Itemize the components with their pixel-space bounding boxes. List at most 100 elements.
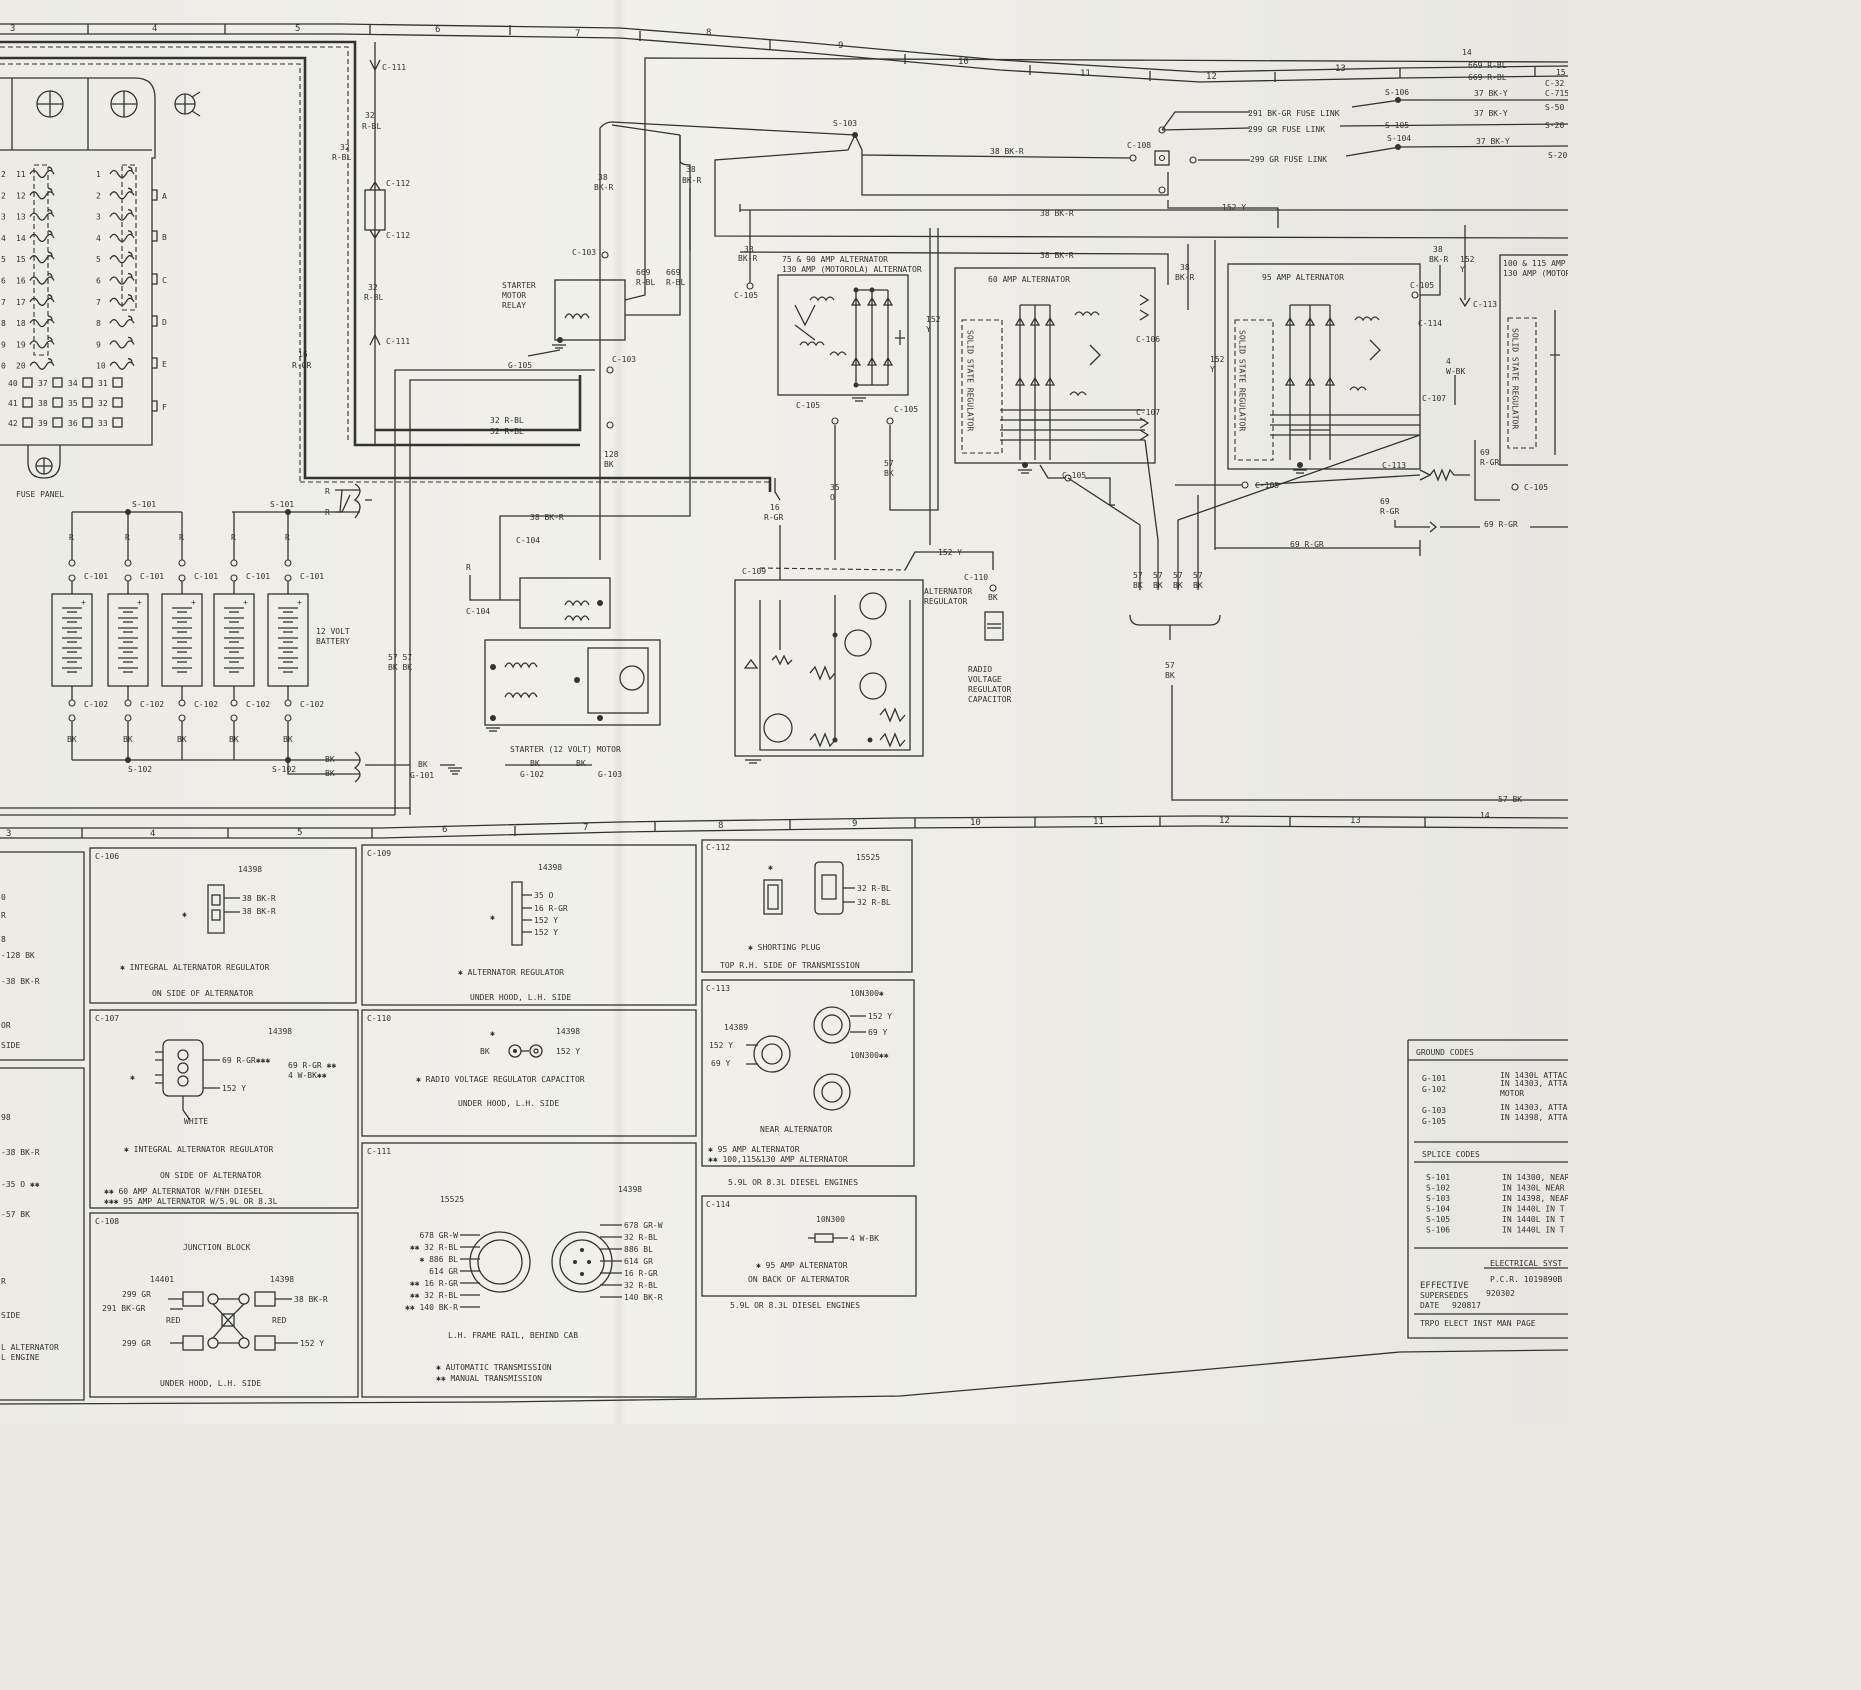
alternator-95: 95 AMP ALTERNATOR SOLID STATE REGULATOR … [1175, 225, 1568, 556]
fuse-edge-num: 2 [1, 170, 6, 179]
alt-60-label: 60 AMP ALTERNATOR [988, 275, 1070, 284]
left-fragment-text: OR [1, 1021, 11, 1030]
c112-id: C-112 [706, 843, 730, 852]
regulator-internals [743, 592, 911, 751]
c112-loc: TOP R.H. SIDE OF TRANSMISSION [720, 961, 860, 970]
fuse-grid-num: 35 [68, 399, 78, 408]
c107-pin-3: 4 W-BK✱✱ [288, 1071, 327, 1080]
label-38-d: 38 [1180, 263, 1190, 272]
fuse-grid-num: 31 [98, 379, 108, 388]
c110-part: 14398 [556, 1027, 580, 1036]
top-right-cut-labels: 669 R-BL 669 R-BL 37 BK-Y 37 BK-Y 37 BK-… [1468, 61, 1568, 160]
fuse-panel-label: FUSE PANEL [16, 490, 64, 499]
fuse-row-bracket [152, 273, 158, 285]
c107-mark: ✱ [130, 1073, 135, 1082]
fuse-left-num: 18 [16, 319, 26, 328]
c107-note-1: ✱✱ 60 AMP ALTERNATOR W/FNH DIESEL [104, 1187, 263, 1196]
panel-c106: C-106 14398 38 BK-R 38 BK-R ✱ ✱ INTEGRAL… [89, 847, 357, 1004]
splice-codes-title: SPLICE CODES [1422, 1150, 1480, 1159]
c108-pin-r2: RED [272, 1316, 287, 1325]
panel-c111: C-111 15525 14398 678 GR-W✱✱ 32 R-BL✱ 88… [361, 1142, 697, 1398]
ssr-label-60: SOLID STATE REGULATOR [966, 330, 975, 431]
battery-bk-label: BK [67, 735, 77, 744]
zone-5: 5 [295, 24, 300, 34]
c113-part-c: 10N300✱✱ [850, 1051, 889, 1060]
panel-c112: C-112 15525 ✱ 32 R-BL 32 R-BL ✱ SHORTING… [701, 839, 913, 973]
label-c105-f: C-105 [1255, 481, 1279, 490]
label-38-c: 38 [744, 245, 754, 254]
battery-c101-label: C-101 [140, 572, 164, 581]
c108-title: JUNCTION BLOCK [183, 1243, 251, 1252]
fuse-icon [109, 336, 135, 349]
c107-note-2: ✱✱✱ 95 AMP ALTERNATOR W/5.9L OR 8.3L [104, 1197, 278, 1206]
c113-note-1: ✱ 95 AMP ALTERNATOR [708, 1145, 800, 1154]
c108-loc: UNDER HOOD, L.H. SIDE [160, 1379, 261, 1388]
c114-loc: ON BACK OF ALTERNATOR [748, 1275, 849, 1284]
c113-part-b: 10N300✱ [850, 989, 884, 998]
splice-code: S-102 [1426, 1184, 1450, 1193]
fuse-grid-slot [22, 417, 33, 428]
splice-code-desc: IN 1440L IN T [1502, 1205, 1565, 1214]
c106-mark: ✱ [182, 910, 187, 919]
c107-color: WHITE [184, 1117, 208, 1126]
c110-pin-2: 152 Y [556, 1047, 580, 1056]
label-152y-b: 152 Y [1222, 203, 1246, 212]
c109-pin-3: 152 Y [534, 916, 558, 925]
ground-g105-icon [552, 344, 566, 349]
c108-pin-r1: 38 BK-R [294, 1295, 328, 1304]
label-w32-a: 32 [365, 111, 375, 120]
c114-part: 10N300 [816, 1215, 845, 1224]
fuse-grid-slot [22, 397, 33, 408]
fuse-edge-num: 2 [1, 191, 6, 200]
label-16-a: 16 [770, 503, 780, 512]
tb-effective: EFFECTIVE [1420, 1281, 1469, 1291]
left-fragment-text: L ENGINE [1, 1353, 40, 1362]
c112-desc: ✱ SHORTING PLUG [748, 943, 820, 952]
fuse-icon [29, 358, 55, 370]
label-32rbl-2: 32 R-BL [490, 427, 524, 436]
label-fuse-291: 291 BK-GR FUSE LINK [1248, 109, 1340, 118]
starter-motor-label: STARTER (12 VOLT) MOTOR [510, 745, 621, 754]
fuse-grid-slot [82, 377, 93, 388]
c114-id: C-114 [706, 1200, 730, 1209]
fuse-panel-screw-1 [36, 90, 64, 118]
c113-pin-a2: 69 Y [711, 1059, 730, 1068]
label-bkr-e: BK-R [1429, 255, 1448, 264]
label-37bky-2: 37 BK-Y [1474, 109, 1508, 118]
fuse-edge-num: 0 [1, 362, 6, 371]
zone-6: 6 [435, 25, 440, 35]
left-wires: C-111 32 R-BL 32 R-BL C-112 C-112 32 R-B… [0, 40, 772, 815]
label-38bkr-d: 38 BK-R [1040, 251, 1074, 260]
label-c108: C-108 [1127, 141, 1151, 150]
c108-part-b: 14398 [270, 1275, 294, 1284]
battery-plus: + [191, 598, 196, 607]
c109-pin-1: 35 O [534, 891, 553, 900]
c110-pin-1: BK [480, 1047, 490, 1056]
bzone-11: 11 [1093, 817, 1104, 827]
label-s101-b: S-101 [270, 500, 294, 509]
tb-footer: TRPO ELECT INST MAN PAGE [1420, 1319, 1536, 1328]
fuse-left-num: 12 [16, 191, 26, 200]
battery-bk-label: BK [177, 735, 187, 744]
fuse-row-letter: E [162, 360, 167, 369]
c110-loc: UNDER HOOD, L.H. SIDE [458, 1099, 559, 1108]
label-w16-rgr-n: 16 [298, 350, 308, 359]
label-38bkr-s103: 38 BK-R [990, 147, 1024, 156]
ground-code: G-102 [1422, 1085, 1446, 1094]
c111-pin-right: 678 GR-W [624, 1221, 663, 1230]
